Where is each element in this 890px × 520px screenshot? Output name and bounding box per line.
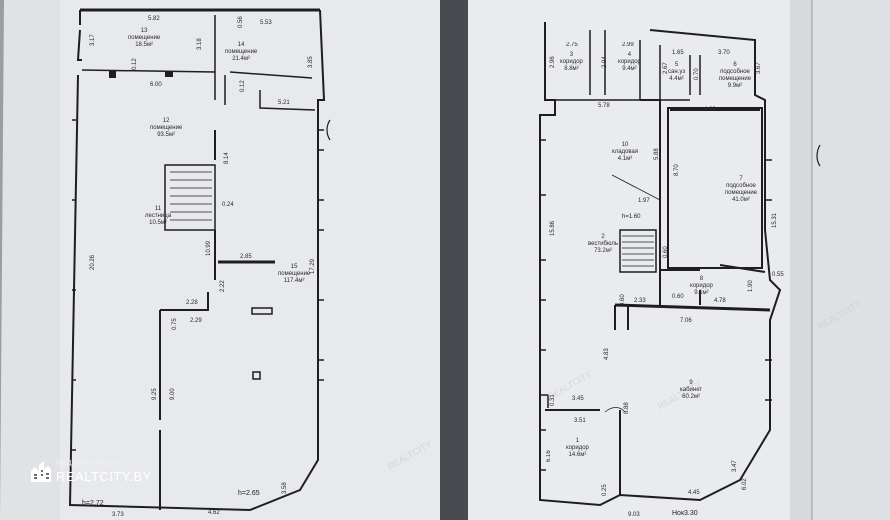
dim-label: 20.26 xyxy=(90,254,96,270)
dim-label: 9.00 xyxy=(170,388,176,400)
dim-label: 0.70 xyxy=(694,68,700,80)
dim-label: 1.97 xyxy=(638,198,650,204)
dim-label: 0.60 xyxy=(663,246,669,258)
left-page xyxy=(0,0,440,520)
dim-label: 0.24 xyxy=(222,202,234,208)
dim-label: 6.02 xyxy=(742,478,748,490)
dim-label: 2.22 xyxy=(220,280,226,292)
next-page-edge xyxy=(812,0,890,520)
dim-label: 8.70 xyxy=(674,164,680,176)
dim-label: 5.82 xyxy=(148,16,160,22)
ceiling-height-label: h=1.60 xyxy=(622,214,641,220)
dim-label: 2.99 xyxy=(622,42,634,48)
dim-label: 3.45 xyxy=(572,396,584,402)
dim-label: 5.88 xyxy=(654,148,660,160)
dim-label: 0.55 xyxy=(772,272,784,278)
dim-label: 2.85 xyxy=(240,254,252,260)
dim-label: 3.17 xyxy=(90,34,96,46)
dim-label: 4.62 xyxy=(208,510,220,516)
dim-label: 4.83 xyxy=(604,348,610,360)
dim-label: 5.21 xyxy=(278,100,290,106)
dim-label: 3.18 xyxy=(197,38,203,50)
dim-label: 3.73 xyxy=(112,512,124,518)
dim-label: 8.88 xyxy=(624,402,630,414)
dim-label: 3.85 xyxy=(308,56,314,68)
dim-label: 2.67 xyxy=(663,62,669,74)
dim-label: 5.53 xyxy=(260,20,272,26)
dim-label: 9.25 xyxy=(152,388,158,400)
dim-label: 2.96 xyxy=(550,56,556,68)
dim-label: 3.47 xyxy=(732,460,738,472)
dim-label: 4.78 xyxy=(714,298,726,304)
dim-label: 2.29 xyxy=(190,318,202,324)
dim-label: 6.00 xyxy=(150,82,162,88)
dim-label: 0.25 xyxy=(602,484,608,496)
ceiling-height-label: h=2.65 xyxy=(238,490,260,497)
dim-label: 2.33 xyxy=(634,298,646,304)
watermark-brand: REALTCITY.BY xyxy=(56,469,152,484)
dim-label: 10.99 xyxy=(206,240,212,256)
dim-label: 0.12 xyxy=(132,58,138,70)
right-floor-plan xyxy=(539,22,821,507)
dim-label: 0.60 xyxy=(672,294,684,300)
dim-label: 15.31 xyxy=(772,212,778,228)
dim-label: 5.78 xyxy=(598,103,610,109)
dim-label: 4.45 xyxy=(688,490,700,496)
dim-label: 0.60 xyxy=(620,294,626,306)
dim-label: 2.28 xyxy=(186,300,198,306)
ceiling-height-label: Hок3.30 xyxy=(672,510,698,517)
watermark-subtitle: НЕДВИЖИМОСТЬ xyxy=(56,460,123,467)
dim-label: 0.56 xyxy=(238,16,244,28)
dim-label: 0.75 xyxy=(172,318,178,330)
dim-label: 1.90 xyxy=(748,280,754,292)
gutter xyxy=(440,0,468,520)
dim-label: 7.06 xyxy=(680,318,692,324)
left-floor-plan xyxy=(68,8,331,512)
ceiling-height-label: h=2.72 xyxy=(82,500,104,507)
dim-label: 2.75 xyxy=(566,42,578,48)
dim-label: 3.58 xyxy=(282,482,288,494)
dim-label: 2.94 xyxy=(602,56,608,68)
dim-label: 6.16 xyxy=(546,450,552,462)
dim-label: 0.31 xyxy=(550,394,556,406)
dim-label: 9.03 xyxy=(628,512,640,518)
realtcity-watermark: НЕДВИЖИМОСТЬ REALTCITY.BY xyxy=(30,460,170,488)
dim-label: 17.29 xyxy=(310,258,316,274)
dim-label: 4.93 xyxy=(704,107,716,113)
dim-label: 3.67 xyxy=(756,62,762,74)
dim-label: 0.12 xyxy=(240,80,246,92)
dim-label: 8.14 xyxy=(224,152,230,164)
dim-label: 1.65 xyxy=(672,50,684,56)
city-skyline-icon xyxy=(31,461,51,482)
dim-label: 15.86 xyxy=(550,220,556,236)
dim-label: 3.70 xyxy=(718,50,730,56)
dim-label: 3.51 xyxy=(574,418,586,424)
